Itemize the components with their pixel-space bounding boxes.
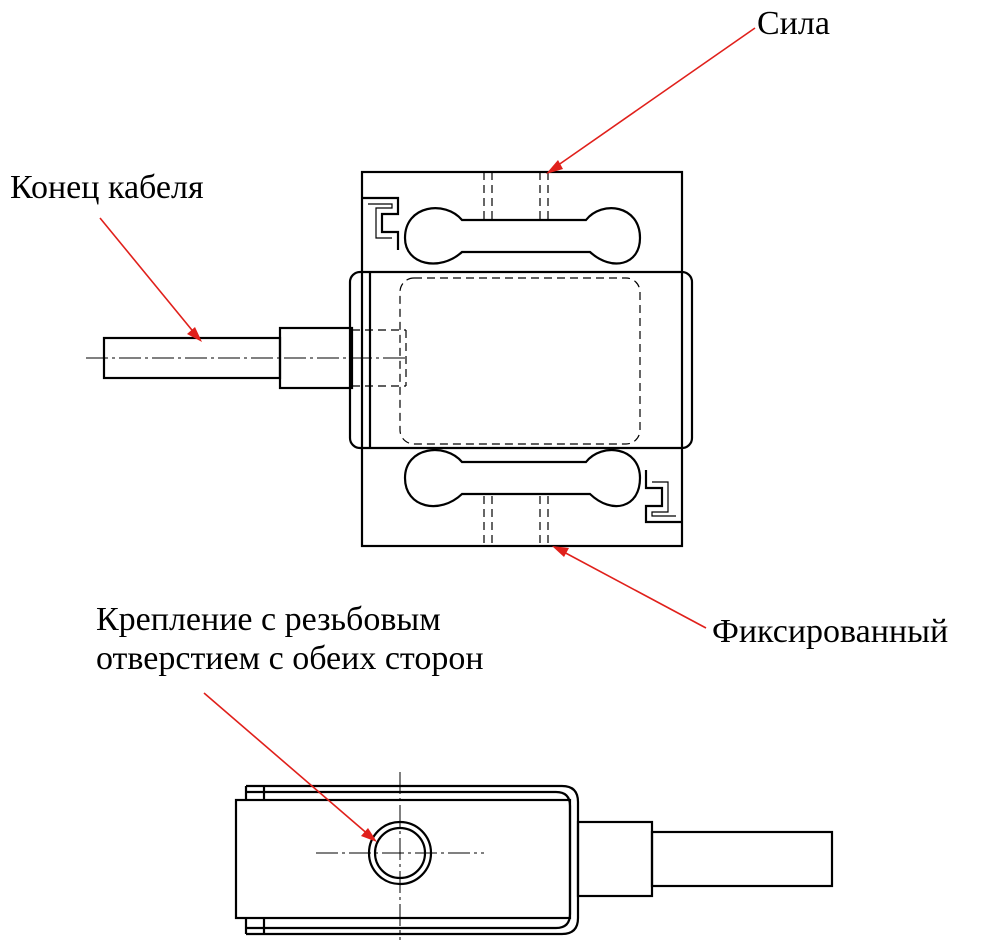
side-cable: [650, 830, 834, 888]
side-body: [234, 798, 572, 920]
cover-plate: [348, 270, 694, 450]
force-label: Сила: [757, 5, 830, 42]
hidden-cavity: [399, 277, 641, 445]
lower-notch: [644, 470, 682, 524]
fixed-label: Фиксированный: [712, 613, 949, 650]
body-outline: [360, 170, 684, 548]
mount-label-line1: Крепление с резьбовым: [96, 601, 441, 638]
mount-label-line2: отверстием с обеих сторон: [96, 640, 484, 678]
front-view: [86, 170, 694, 548]
lower-slot: [403, 448, 642, 508]
side-gland: [576, 820, 654, 898]
upper-notch: [362, 196, 400, 250]
u-clip: [246, 784, 580, 936]
upper-slot: [403, 207, 642, 265]
cable-end-label: Конец кабеля: [10, 169, 204, 206]
mount-label: Крепление с резьбовым отверстием с обеих…: [96, 600, 484, 678]
leader-arrows: [99, 27, 756, 842]
side-view: [234, 772, 834, 940]
